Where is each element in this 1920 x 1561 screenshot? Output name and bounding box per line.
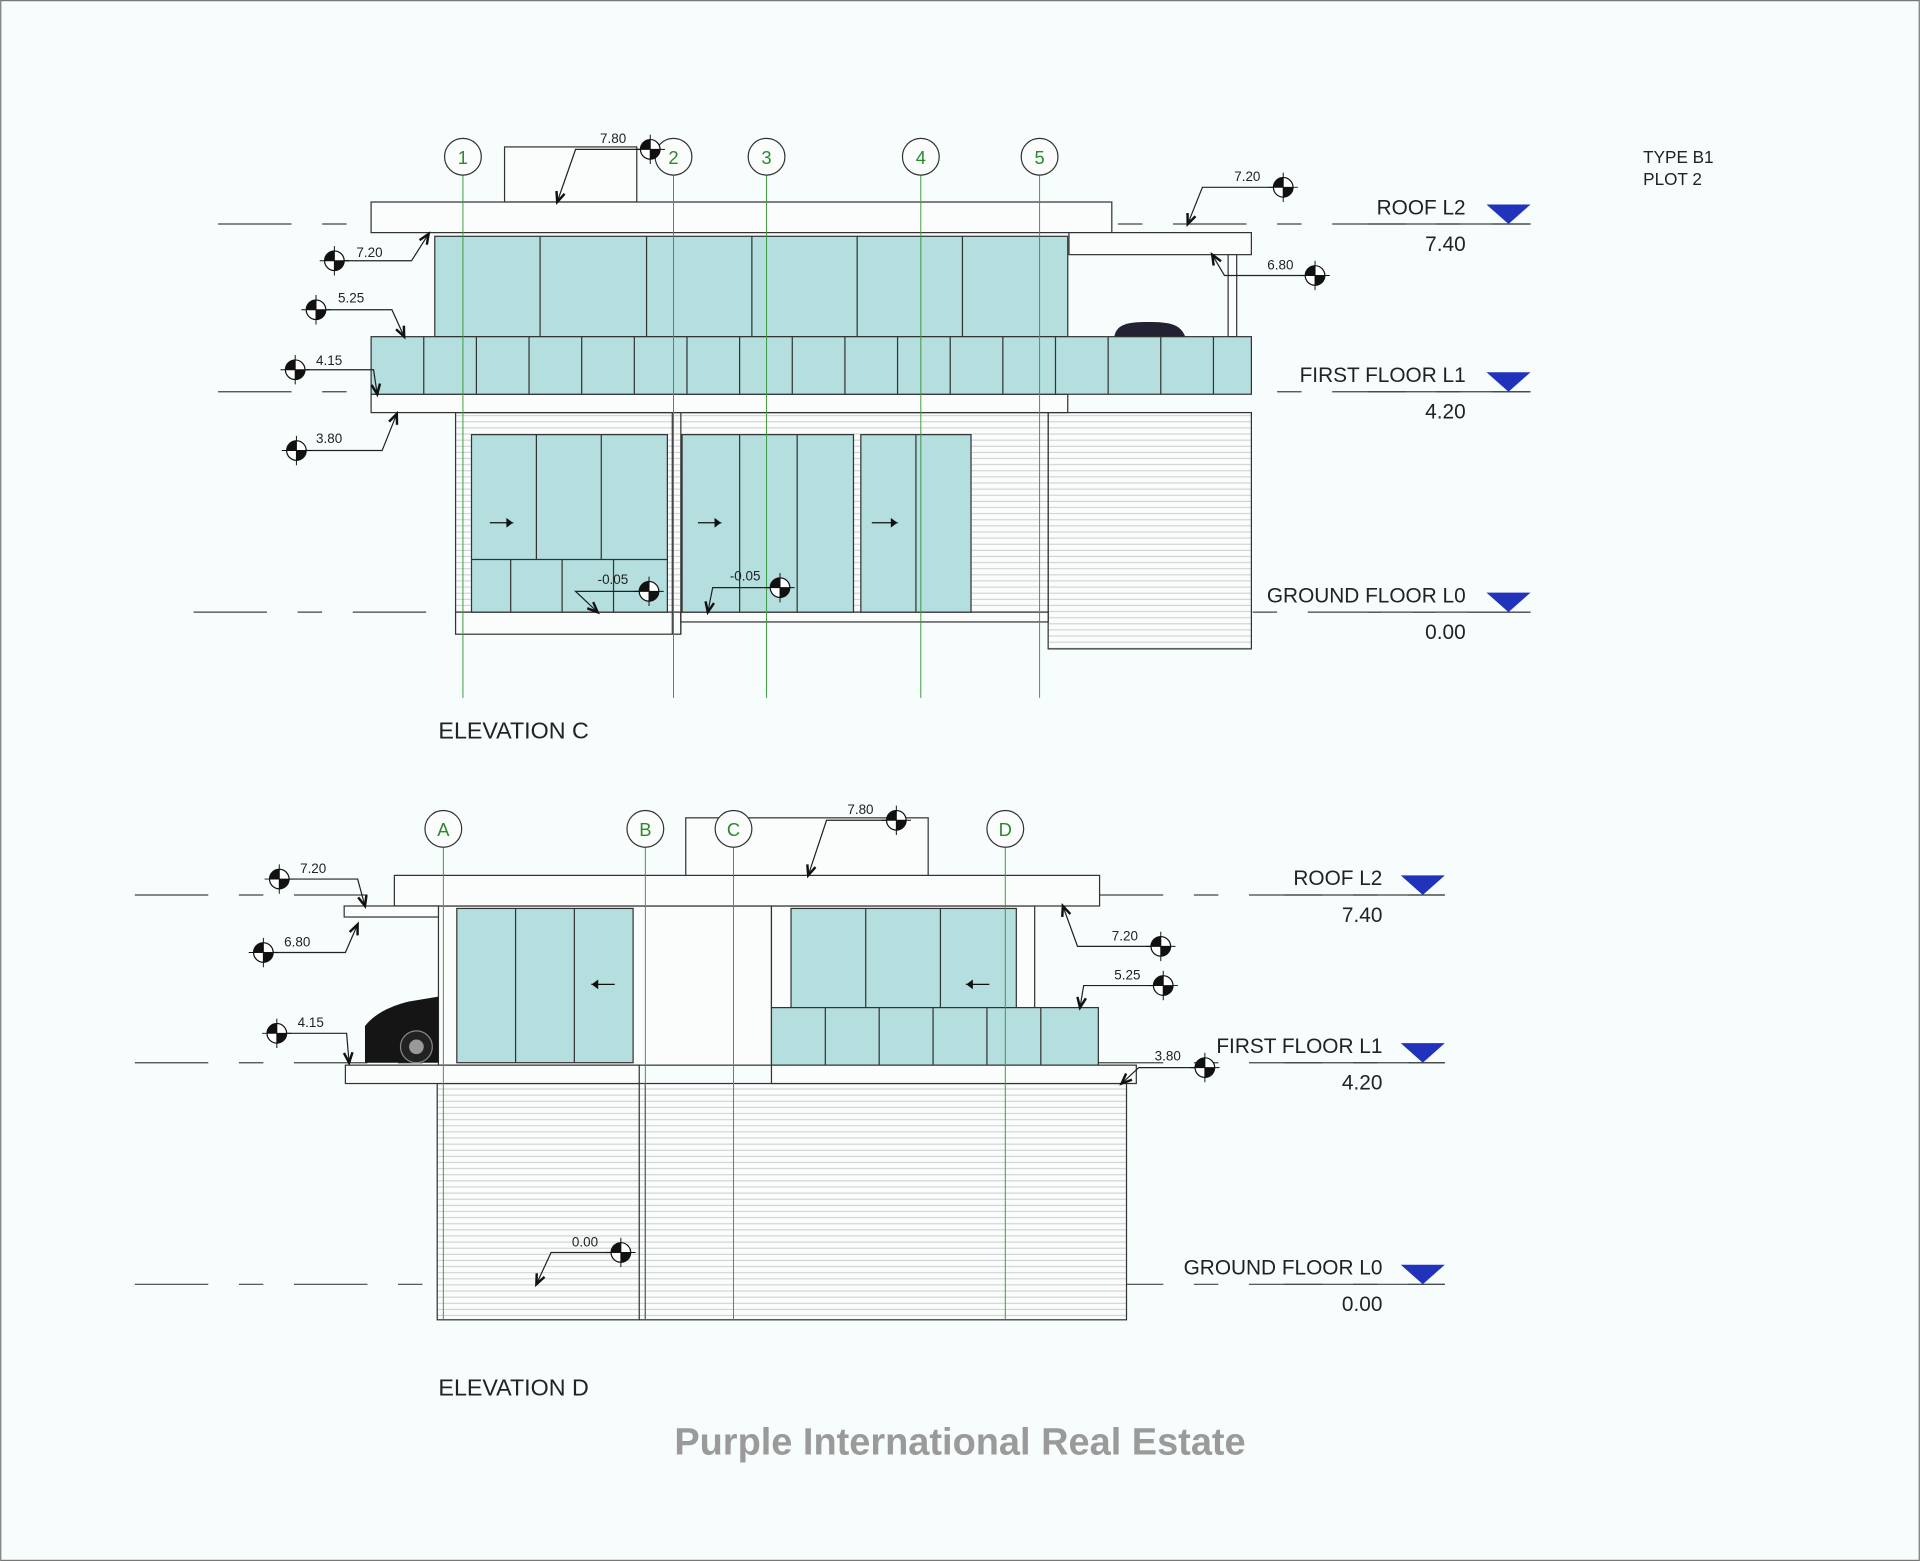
upper-window-right <box>790 907 1017 1009</box>
grid-label: C <box>727 819 740 840</box>
spot-level: 7.80 <box>555 131 665 205</box>
grid-bubble <box>626 809 665 848</box>
spot-level: -0.05 <box>574 572 664 615</box>
grid-label: 1 <box>458 147 468 168</box>
sheet-plot: PLOT 2 <box>1643 169 1702 189</box>
ground-wall <box>436 1082 1128 1321</box>
siding-wall <box>1047 411 1252 650</box>
level-name: GROUND FLOOR L0 <box>1184 1257 1383 1280</box>
grid-label: 3 <box>761 147 771 168</box>
spot-level: 5.25 <box>1076 967 1178 1011</box>
spot-level: 7.20 <box>1186 169 1298 227</box>
grid-bubble <box>901 137 940 176</box>
spot-level: 7.20 <box>319 231 431 276</box>
upper-glazing <box>434 235 1069 338</box>
spot-level: 7.80 <box>806 802 912 879</box>
level-value: 0.00 <box>1425 621 1465 644</box>
spot-level: 6.80 <box>248 921 359 968</box>
spot-level-value: -0.05 <box>598 572 629 587</box>
grid-label: 2 <box>668 147 678 168</box>
upper-window-left <box>456 907 634 1064</box>
spot-level-value: 7.20 <box>300 861 326 876</box>
balcony-glazing <box>370 336 1252 395</box>
grid-label: 4 <box>916 147 926 168</box>
spot-level-value: 3.80 <box>316 431 342 446</box>
spot-level-value: 7.80 <box>600 131 626 146</box>
spot-level-value: 3.80 <box>1155 1048 1181 1063</box>
grid-label: D <box>999 819 1012 840</box>
spot-level: 7.20 <box>264 861 368 910</box>
level-triangle-icon <box>1400 1264 1445 1285</box>
level-name: FIRST FLOOR L1 <box>1216 1035 1382 1058</box>
spot-level-value: 6.80 <box>1267 257 1293 272</box>
spot-level-value: 0.00 <box>572 1234 598 1249</box>
level-value: 4.20 <box>1342 1072 1382 1095</box>
grid-bubble <box>424 809 463 848</box>
watermark: Purple International Real Estate <box>674 1421 1245 1463</box>
level-name: ROOF L2 <box>1293 867 1382 890</box>
spot-level: 0.00 <box>535 1234 636 1288</box>
spot-level-value: 4.15 <box>316 353 342 368</box>
car-icon <box>364 996 439 1064</box>
level-triangle-icon <box>1486 204 1531 225</box>
spot-level-value: -0.05 <box>730 568 761 583</box>
spot-level-value: 4.15 <box>298 1015 324 1030</box>
elevation-d-title: ELEVATION D <box>438 1375 588 1401</box>
spot-level-value: 7.20 <box>1112 928 1138 943</box>
grid-bubble <box>714 809 753 848</box>
grid-label: 5 <box>1034 147 1044 168</box>
level-value: 7.40 <box>1425 233 1465 256</box>
level-triangle-icon <box>1400 1043 1445 1063</box>
spot-level: 5.25 <box>301 290 406 340</box>
spot-level: 3.80 <box>1119 1048 1220 1086</box>
level-triangle-icon <box>1400 875 1445 895</box>
sheet-type: TYPE B1 <box>1643 147 1713 167</box>
spot-level: 3.80 <box>281 410 399 466</box>
spot-level-value: 7.20 <box>1234 169 1260 184</box>
grid-bubble <box>747 137 786 176</box>
grid-bubble <box>443 137 482 176</box>
car-roof <box>1114 321 1186 337</box>
spot-level-value: 5.25 <box>1114 967 1140 982</box>
spot-level-value: 7.20 <box>356 245 382 260</box>
spot-level-value: 6.80 <box>284 934 310 949</box>
level-value: 0.00 <box>1342 1293 1382 1316</box>
level-value: 4.20 <box>1425 401 1465 424</box>
spot-level-value: 5.25 <box>338 290 364 305</box>
level-name: FIRST FLOOR L1 <box>1300 364 1466 387</box>
level-name: ROOF L2 <box>1377 196 1466 219</box>
level-triangle-icon <box>1486 592 1531 613</box>
elevation-c-title: ELEVATION C <box>438 717 588 743</box>
spot-level-value: 7.80 <box>847 802 873 817</box>
level-triangle-icon <box>1486 372 1531 392</box>
grid-bubble <box>986 809 1025 848</box>
grid-bubble <box>1020 137 1059 176</box>
spot-level: 4.15 <box>280 353 382 398</box>
level-value: 7.40 <box>1342 904 1382 927</box>
balcony-glazing <box>770 1006 1099 1066</box>
grid-label: A <box>437 819 450 840</box>
level-name: GROUND FLOOR L0 <box>1267 584 1466 607</box>
grid-label: B <box>639 819 651 840</box>
spot-level: 4.15 <box>262 1015 354 1066</box>
spot-level: -0.05 <box>704 568 795 616</box>
spot-level: 7.20 <box>1061 903 1176 962</box>
spot-level: 6.80 <box>1210 251 1330 291</box>
